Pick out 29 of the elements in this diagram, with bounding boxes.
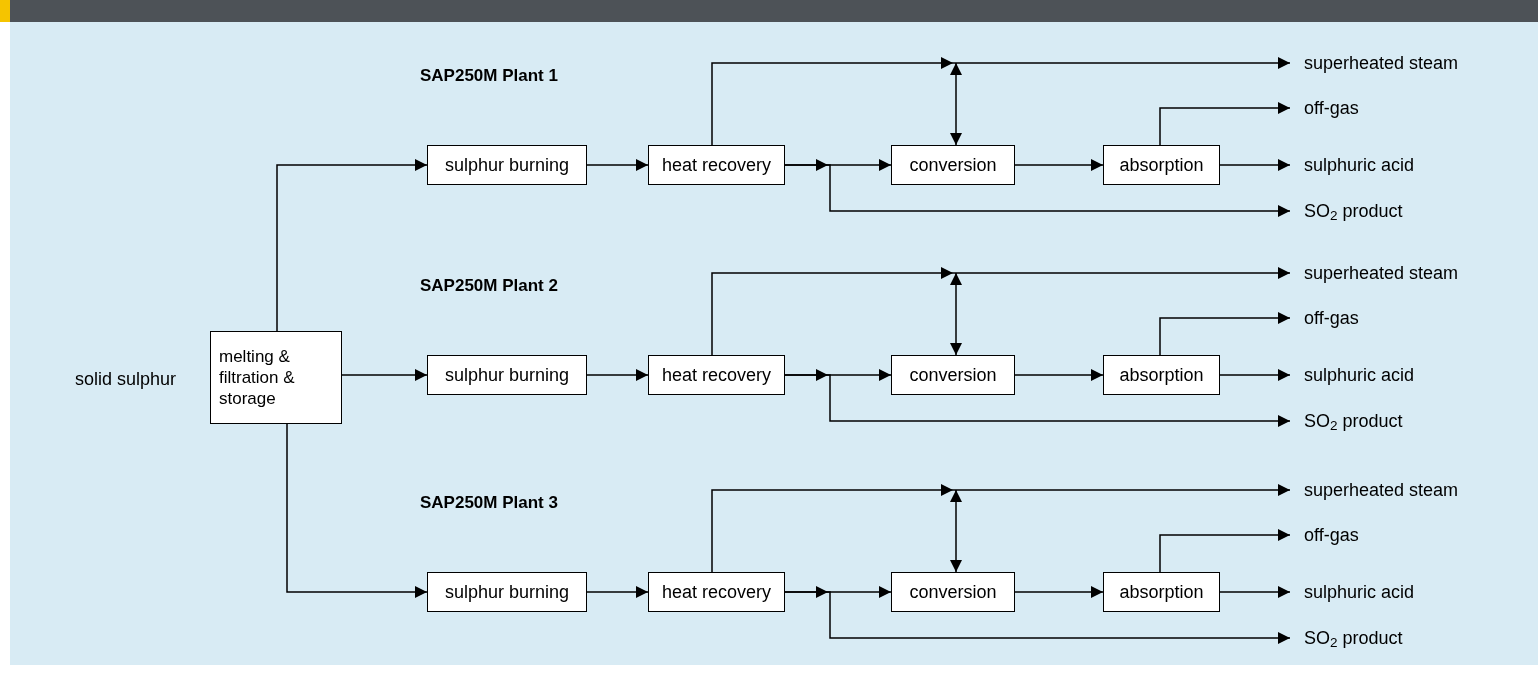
- process-box: sulphur burning: [427, 355, 587, 395]
- output-label: off-gas: [1290, 305, 1490, 331]
- output-label: off-gas: [1290, 95, 1490, 121]
- output-label: off-gas: [1290, 522, 1490, 548]
- process-box: absorption: [1103, 355, 1220, 395]
- output-label: superheated steam: [1290, 50, 1490, 76]
- process-box: conversion: [891, 572, 1015, 612]
- plant-title: SAP250M Plant 3: [420, 492, 558, 514]
- process-box: heat recovery: [648, 355, 785, 395]
- process-box: conversion: [891, 355, 1015, 395]
- process-box: melting & filtration & storage: [210, 331, 342, 424]
- process-box: sulphur burning: [427, 572, 587, 612]
- output-label: SO$_{2}$ product: [1290, 408, 1490, 434]
- output-label: SO$_{2}$ product: [1290, 198, 1490, 224]
- process-box: sulphur burning: [427, 145, 587, 185]
- process-box: absorption: [1103, 572, 1220, 612]
- process-box: heat recovery: [648, 145, 785, 185]
- process-box: heat recovery: [648, 572, 785, 612]
- output-label: sulphuric acid: [1290, 579, 1490, 605]
- output-label: superheated steam: [1290, 260, 1490, 286]
- output-label: sulphuric acid: [1290, 362, 1490, 388]
- plant-title: SAP250M Plant 2: [420, 275, 558, 297]
- process-box: conversion: [891, 145, 1015, 185]
- plant-title: SAP250M Plant 1: [420, 65, 558, 87]
- input-label: solid sulphur: [75, 367, 177, 391]
- process-box: absorption: [1103, 145, 1220, 185]
- output-label: superheated steam: [1290, 477, 1490, 503]
- output-label: sulphuric acid: [1290, 152, 1490, 178]
- output-label: SO$_{2}$ product: [1290, 625, 1490, 651]
